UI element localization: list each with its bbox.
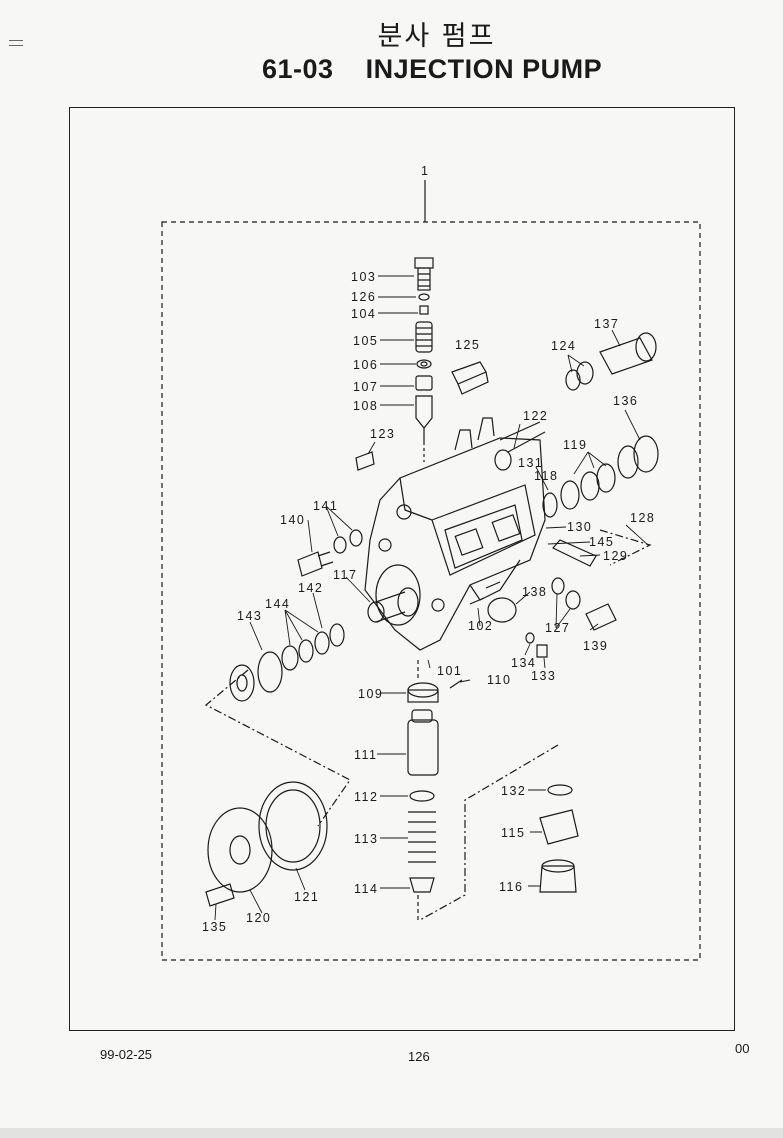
drive-shaft [367, 564, 421, 626]
part-label: 126 [351, 290, 376, 304]
part-label: 135 [202, 920, 227, 934]
part-label: 144 [265, 597, 290, 611]
section-number: 61-03 [262, 54, 334, 84]
part-label: 131 [518, 456, 543, 470]
part-label: 141 [313, 499, 338, 513]
korean-title: 분사 펌프 [377, 21, 496, 52]
leader-lines [214, 275, 649, 921]
part-label: 124 [551, 339, 576, 353]
part-label: 120 [246, 911, 271, 925]
part-labels: 1 103 126 104 105 106 107 108 125 124 13… [202, 164, 655, 934]
part-label: 123 [370, 427, 395, 441]
part-label: 129 [603, 549, 628, 563]
right-side-parts [355, 332, 659, 658]
part-label: 128 [630, 511, 655, 525]
part-label: 108 [353, 399, 378, 413]
part-label: 112 [354, 790, 378, 804]
part-label: 106 [353, 358, 378, 372]
lower-parts [407, 660, 579, 920]
part-label: 140 [280, 513, 305, 527]
part-label: 138 [522, 585, 547, 599]
part-label: 115 [501, 826, 525, 840]
part-label: 127 [545, 621, 570, 635]
part-label: 137 [594, 317, 619, 331]
part-label: 139 [583, 639, 608, 653]
part-label: 122 [523, 409, 548, 423]
pump-housing [364, 417, 546, 651]
part-label: 117 [333, 568, 357, 582]
delivery-valve-stack [414, 257, 434, 462]
part-label: 114 [354, 882, 378, 896]
connection-paths [204, 529, 652, 921]
part-label: 125 [455, 338, 480, 352]
footer-revision: 00 [735, 1041, 750, 1056]
part-label: 109 [358, 687, 383, 701]
part-label: 111 [354, 748, 378, 762]
bolt-140-group [297, 529, 363, 577]
part-label: 118 [534, 469, 558, 483]
part-label: 102 [468, 619, 493, 633]
part-label: 132 [501, 784, 526, 798]
footer-date: 99-02-25 [100, 1047, 153, 1062]
flange-gasket [205, 781, 328, 907]
section-title: INJECTION PUMP [365, 54, 603, 84]
part-label: 136 [613, 394, 638, 408]
part-label: 133 [531, 669, 556, 683]
footer-page-number: 126 [408, 1049, 430, 1064]
binder-mark [9, 45, 23, 46]
part-label: 103 [351, 270, 376, 284]
part-label: 121 [294, 890, 319, 904]
part-label: 113 [354, 832, 378, 846]
part-label: 130 [567, 520, 592, 534]
scan-edge [0, 1128, 783, 1138]
binder-mark [9, 40, 23, 41]
part-label: 143 [237, 609, 262, 623]
english-title: 61-03 INJECTION PUMP [262, 54, 602, 85]
part-label: 105 [353, 334, 378, 348]
assembly-boundary [161, 221, 701, 961]
part-label: 116 [499, 880, 523, 894]
gear-washer-stack [229, 623, 345, 702]
part-label: 107 [353, 380, 378, 394]
assembly-label: 1 [421, 164, 429, 178]
part-label: 110 [487, 673, 511, 687]
part-label: 101 [437, 664, 462, 678]
part-label: 142 [298, 581, 323, 595]
part-label: 119 [563, 438, 587, 452]
part-125 [451, 361, 489, 395]
part-label: 134 [511, 656, 536, 670]
diagram-frame [69, 107, 735, 1031]
part-label: 145 [589, 535, 614, 549]
part-label: 104 [351, 307, 376, 321]
